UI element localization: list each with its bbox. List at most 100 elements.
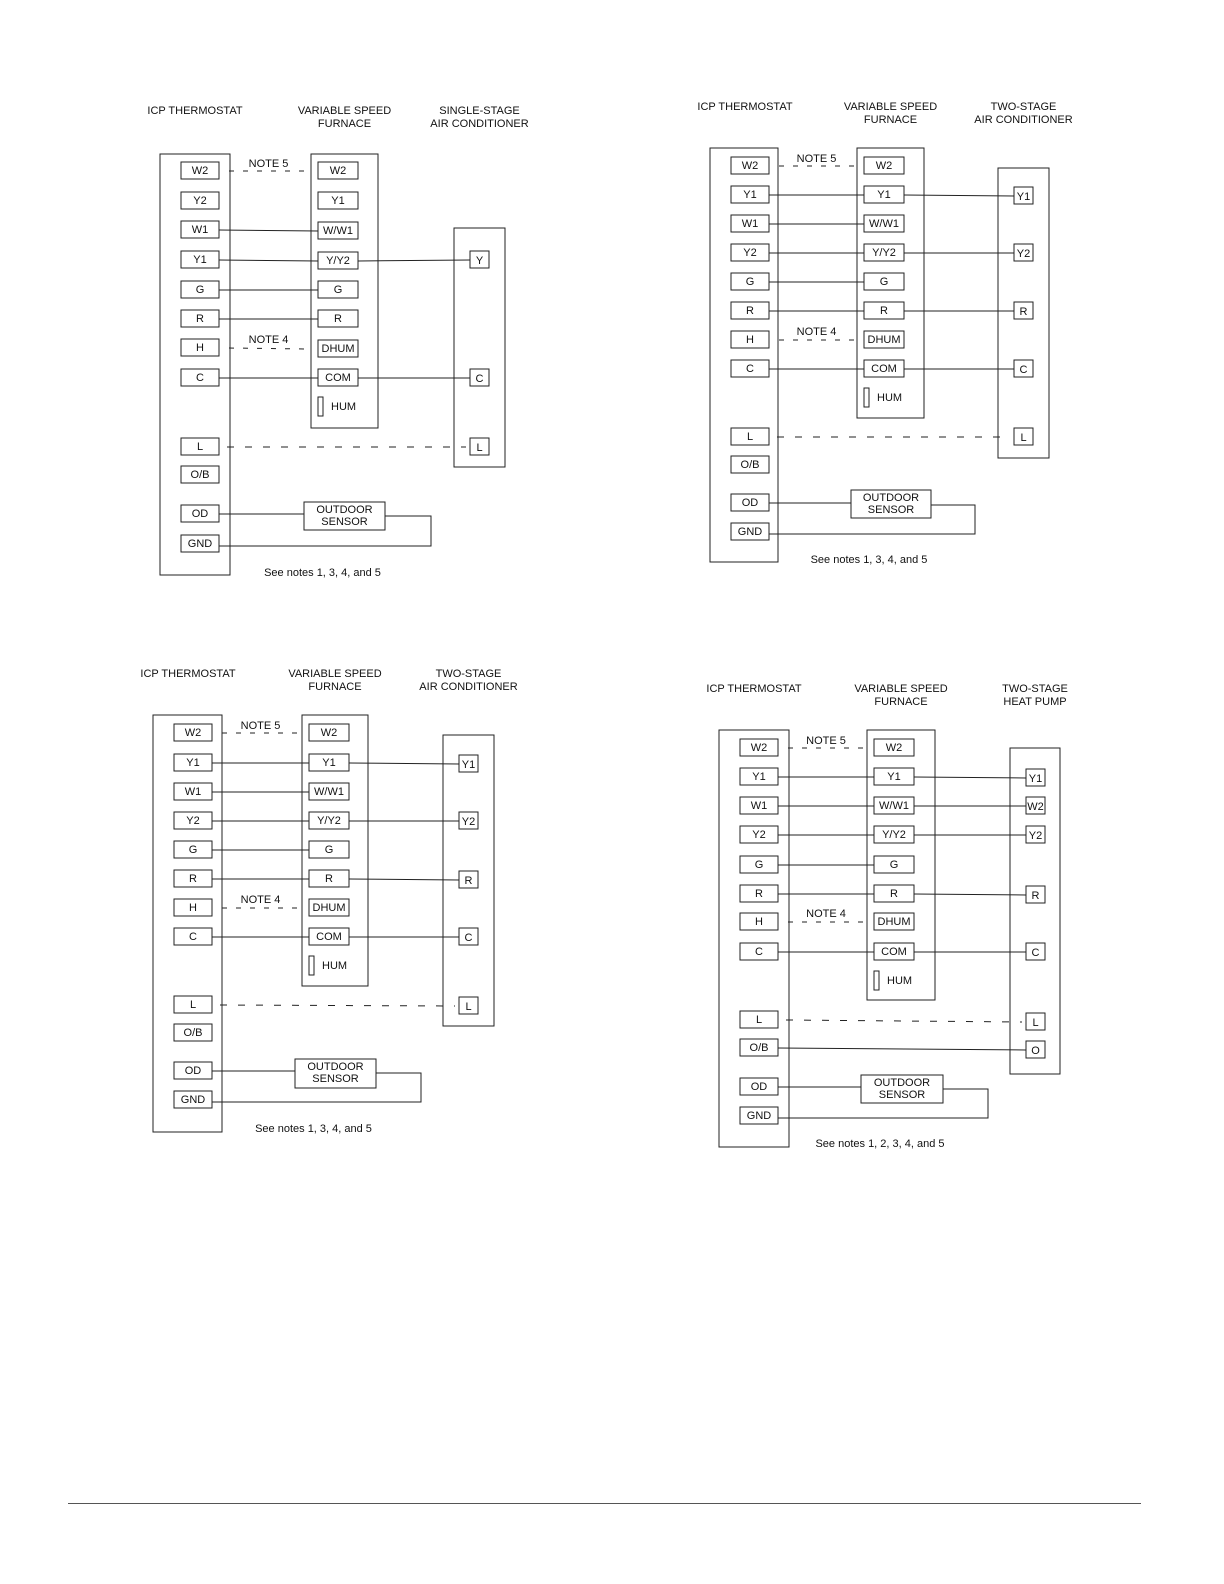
unit-terminal-label: O <box>1031 1045 1040 1057</box>
furnace-terminal-label: R <box>334 313 342 325</box>
unit-terminal-box <box>458 996 479 1015</box>
wire-unit-y <box>357 259 471 262</box>
note5-label: NOTE 5 <box>249 158 289 170</box>
furnace-header-line1: VARIABLE SPEED <box>844 101 937 113</box>
thermostat-terminal-label: C <box>189 931 197 943</box>
furnace-terminal-box <box>863 156 905 175</box>
furnace-header-line1: VARIABLE SPEED <box>288 668 381 680</box>
unit-terminal-label: L <box>465 1001 471 1013</box>
thermostat-terminal-label: OD <box>742 497 759 509</box>
thermostat-terminal-label: Y2 <box>752 829 765 841</box>
outdoor-sensor-label-line1: OUTDOOR <box>863 492 919 504</box>
unit-terminal-box <box>469 250 490 269</box>
thermostat-terminal-label: G <box>189 844 198 856</box>
thermostat-terminal-label: Y2 <box>186 815 199 827</box>
outdoor-sensor-box <box>303 501 386 531</box>
outdoor-unit-enclosure <box>1009 747 1061 1075</box>
outdoor-unit-enclosure <box>442 734 495 1027</box>
unit-header-line2: AIR CONDITIONER <box>419 681 517 693</box>
note4-label: NOTE 4 <box>241 894 281 906</box>
furnace-header-line2: FURNACE <box>864 114 917 126</box>
furnace-terminal-label: COM <box>871 363 897 375</box>
unit-terminal-label: C <box>465 932 473 944</box>
thermostat-terminal-label: G <box>746 276 755 288</box>
furnace-terminal-box <box>873 738 915 757</box>
furnace-header-line2: FURNACE <box>308 681 361 693</box>
unit-terminal-label: L <box>1032 1017 1038 1029</box>
thermostat-terminal-box <box>739 738 779 757</box>
furnace-terminal-label: R <box>880 305 888 317</box>
thermostat-terminal-label: O/B <box>184 1027 203 1039</box>
furnace-terminal-label: W/W1 <box>869 218 899 230</box>
furnace-terminal-label: G <box>334 284 343 296</box>
thermostat-terminal-label: Y2 <box>193 195 206 207</box>
thermostat-terminal-box <box>180 250 220 269</box>
thermostat-header: ICP THERMOSTAT <box>140 668 235 680</box>
wire-unit-y1 <box>348 762 460 765</box>
note4-label: NOTE 4 <box>806 908 846 920</box>
furnace-terminal-label: W/W1 <box>879 800 909 812</box>
furnace-terminal-label: W2 <box>886 742 903 754</box>
thermostat-terminal-label: W1 <box>192 224 209 236</box>
furnace-header-line1: VARIABLE SPEED <box>298 105 391 117</box>
outdoor-sensor-box <box>850 489 932 519</box>
furnace-terminal-label: Y1 <box>331 195 344 207</box>
wire-unit-r <box>913 893 1027 896</box>
thermostat-terminal-label: Y1 <box>743 189 756 201</box>
thermostat-terminal-label: Y1 <box>186 757 199 769</box>
thermostat-terminal-label: H <box>196 342 204 354</box>
unit-terminal-label: R <box>465 875 473 887</box>
furnace-terminal-label: W/W1 <box>314 786 344 798</box>
see-notes-text: See notes 1, 2, 3, 4, and 5 <box>815 1138 944 1150</box>
wire-gnd-loop <box>219 515 432 547</box>
unit-terminal-label: Y2 <box>462 816 475 828</box>
thermostat-header: ICP THERMOSTAT <box>706 683 801 695</box>
outdoor-sensor-label-line2: SENSOR <box>312 1073 359 1085</box>
unit-terminal-box <box>1025 1012 1046 1031</box>
thermostat-terminal-label: R <box>189 873 197 885</box>
outdoor-unit-enclosure <box>997 167 1050 459</box>
thermostat-terminal-box <box>180 191 220 210</box>
see-notes-text: See notes 1, 3, 4, and 5 <box>811 554 928 566</box>
unit-header-line1: SINGLE-STAGE <box>439 105 519 117</box>
unit-terminal-label: W2 <box>1027 801 1044 813</box>
thermostat-terminal-label: L <box>756 1014 762 1026</box>
thermostat-terminal-box <box>730 330 770 349</box>
thermostat-terminal-box <box>739 1010 779 1029</box>
furnace-terminal-label: Y1 <box>877 189 890 201</box>
hum-terminal <box>317 396 324 417</box>
furnace-terminal-label: Y/Y2 <box>882 829 906 841</box>
thermostat-terminal-label: W2 <box>192 165 209 177</box>
unit-header-line2: AIR CONDITIONER <box>430 118 528 130</box>
wire-gnd-loop <box>778 1088 989 1119</box>
note4-label: NOTE 4 <box>249 334 289 346</box>
thermostat-terminal-box <box>739 1106 779 1125</box>
thermostat-terminal-box <box>180 220 220 239</box>
hum-label: HUM <box>877 392 902 404</box>
unit-terminal-label: Y1 <box>1017 191 1030 203</box>
unit-terminal-label: Y1 <box>1029 773 1042 785</box>
thermostat-terminal-label: Y2 <box>743 247 756 259</box>
furnace-terminal-label: DHUM <box>878 916 911 928</box>
thermostat-terminal-label: OD <box>192 508 209 520</box>
unit-terminal-box <box>469 437 490 456</box>
l-dashed-link <box>219 1004 456 1007</box>
thermostat-header: ICP THERMOSTAT <box>697 101 792 113</box>
unit-terminal-label: R <box>1020 306 1028 318</box>
note5-label: NOTE 5 <box>806 735 846 747</box>
thermostat-terminal-label: W1 <box>742 218 759 230</box>
thermostat-terminal-label: H <box>755 916 763 928</box>
furnace-enclosure <box>856 147 925 419</box>
furnace-terminal-label: DHUM <box>868 334 901 346</box>
thermostat-terminal-box <box>739 912 779 931</box>
furnace-terminal-box <box>317 339 359 358</box>
outdoor-sensor-label-line2: SENSOR <box>879 1089 926 1101</box>
furnace-terminal-label: G <box>880 276 889 288</box>
wire-unit-y1 <box>903 194 1015 197</box>
hum-terminal <box>863 387 870 408</box>
thermostat-terminal-label: Y1 <box>193 254 206 266</box>
thermostat-terminal-box <box>180 161 220 180</box>
outdoor-sensor-label-line2: SENSOR <box>868 504 915 516</box>
